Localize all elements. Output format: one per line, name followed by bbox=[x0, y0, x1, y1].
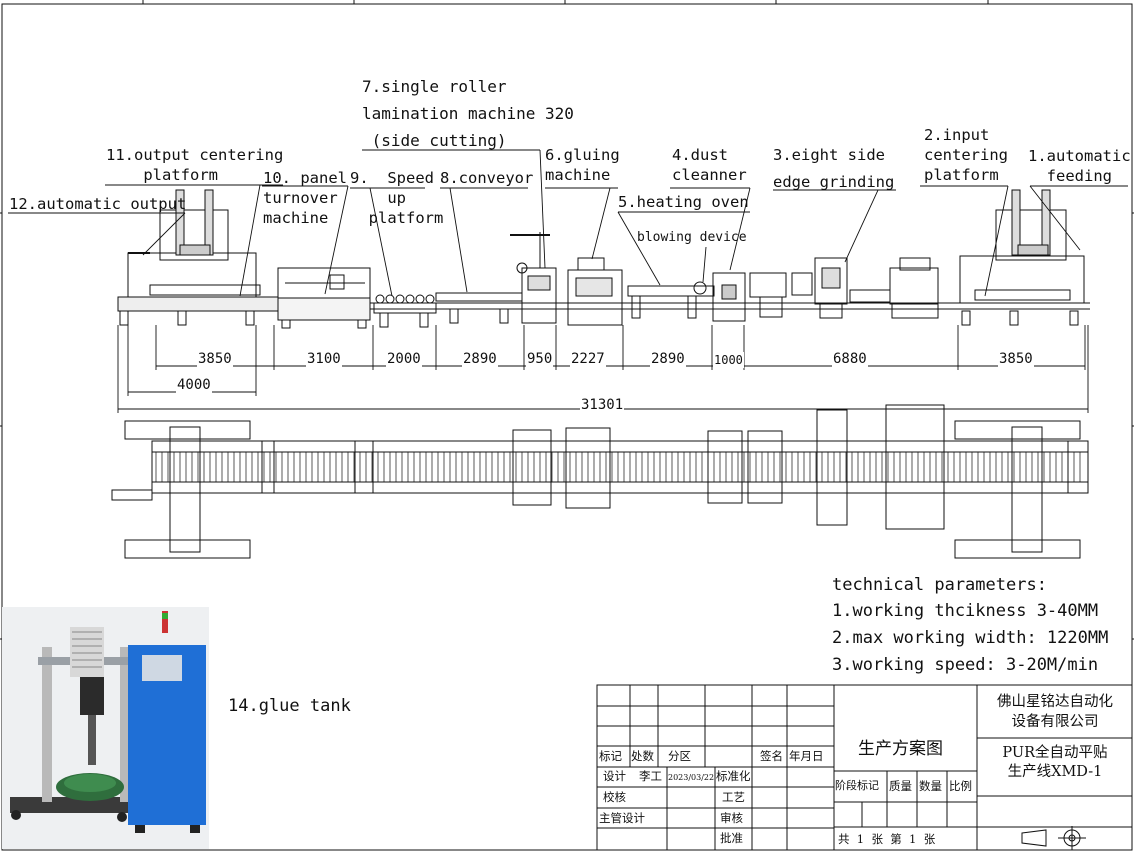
leader-lines bbox=[8, 149, 1128, 297]
dimension-3850-input: 3850 bbox=[998, 351, 1034, 367]
label-output-centering-platform: 11.output centering platform bbox=[106, 146, 284, 184]
projection-cone-icon bbox=[1021, 829, 1047, 847]
tb-sheji: 设计 bbox=[603, 769, 626, 783]
tech-param-thickness: 1.working thcikness 3-40MM bbox=[832, 601, 1099, 621]
label-blowing-device: blowing device bbox=[637, 230, 747, 245]
dimension-2000: 2000 bbox=[386, 351, 422, 367]
label-edge-grinding: 3.eight side edge grinding bbox=[773, 146, 895, 191]
title-block bbox=[596, 684, 1133, 851]
label-panel-turnover-machine: 10. panel turnover machine bbox=[263, 169, 347, 227]
label-automatic-feeding: 1.automatic feeding bbox=[1028, 147, 1131, 185]
tb-biaoji: 标记 bbox=[599, 749, 622, 763]
dimension-total-31301: 31301 bbox=[580, 397, 625, 413]
tb-zhiliang: 质量 bbox=[889, 779, 912, 793]
label-lamination-machine: 7.single roller lamination machine 320 (… bbox=[362, 77, 574, 150]
dimension-950: 950 bbox=[526, 351, 554, 367]
tb-jiaohe: 校核 bbox=[603, 790, 626, 804]
tb-jieduan: 阶段标记 bbox=[835, 779, 879, 792]
product-name: PUR全自动平贴 生产线XMD-1 bbox=[1002, 745, 1108, 780]
dimension-2890-conveyor: 2890 bbox=[462, 351, 498, 367]
label-conveyor: 8.conveyor bbox=[440, 169, 534, 187]
label-dust-cleaner: 4.dust cleanner bbox=[672, 146, 747, 184]
side-elevation-view bbox=[117, 189, 1090, 329]
label-speed-up-platform: 9. Speed up platform bbox=[350, 169, 444, 227]
tb-designer: 李工 bbox=[639, 769, 662, 783]
tb-chushu: 处数 bbox=[631, 749, 654, 763]
tb-pizhun: 批准 bbox=[720, 831, 743, 845]
tb-date: 2023/03/22 bbox=[668, 773, 715, 782]
tb-shuliang: 数量 bbox=[919, 779, 942, 793]
tb-fenqu: 分区 bbox=[668, 749, 691, 763]
label-input-centering-platform: 2.input centering platform bbox=[924, 126, 1008, 184]
tb-gongyi: 工艺 bbox=[722, 790, 745, 804]
label-glue-tank: 14.glue tank bbox=[228, 696, 351, 716]
tb-qianming: 签名 bbox=[760, 749, 783, 763]
drawing-title: 生产方案图 bbox=[858, 739, 943, 759]
speed-up-rollers bbox=[375, 294, 435, 304]
tb-bili: 比例 bbox=[949, 779, 972, 793]
tb-shenhe: 审核 bbox=[720, 811, 743, 825]
plan-machines bbox=[111, 404, 1089, 559]
tech-params-title: technical parameters: bbox=[832, 575, 1047, 595]
dimension-4000: 4000 bbox=[176, 377, 212, 393]
tech-param-speed: 3.working speed: 3-20M/min bbox=[832, 655, 1099, 675]
plan-rollers bbox=[155, 452, 1081, 482]
dimension-6880: 6880 bbox=[832, 351, 868, 367]
label-automatic-output: 12.automatic output bbox=[9, 195, 187, 213]
label-heating-oven: 5.heating oven bbox=[618, 193, 749, 211]
tech-param-width: 2.max working width: 1220MM bbox=[832, 628, 1109, 648]
tb-sheet-count: 共 1 张 第 1 张 bbox=[838, 832, 936, 846]
company-name: 佛山星铭达自动化 设备有限公司 bbox=[997, 694, 1113, 730]
tb-biaozhunhua: 标准化 bbox=[716, 769, 751, 783]
tb-nianyueri: 年月日 bbox=[789, 749, 824, 763]
dimension-2890-oven: 2890 bbox=[650, 351, 686, 367]
dimension-3100: 3100 bbox=[306, 351, 342, 367]
tb-zhuguan: 主管设计 bbox=[599, 811, 645, 825]
dimension-2227: 2227 bbox=[570, 351, 606, 367]
top-plan-view bbox=[151, 440, 1089, 494]
label-gluing-machine: 6.gluing machine bbox=[545, 146, 620, 184]
dimension-3850-output: 3850 bbox=[197, 351, 233, 367]
dimension-1000: 1000 bbox=[713, 352, 744, 368]
glue-tank-photo bbox=[2, 607, 209, 849]
